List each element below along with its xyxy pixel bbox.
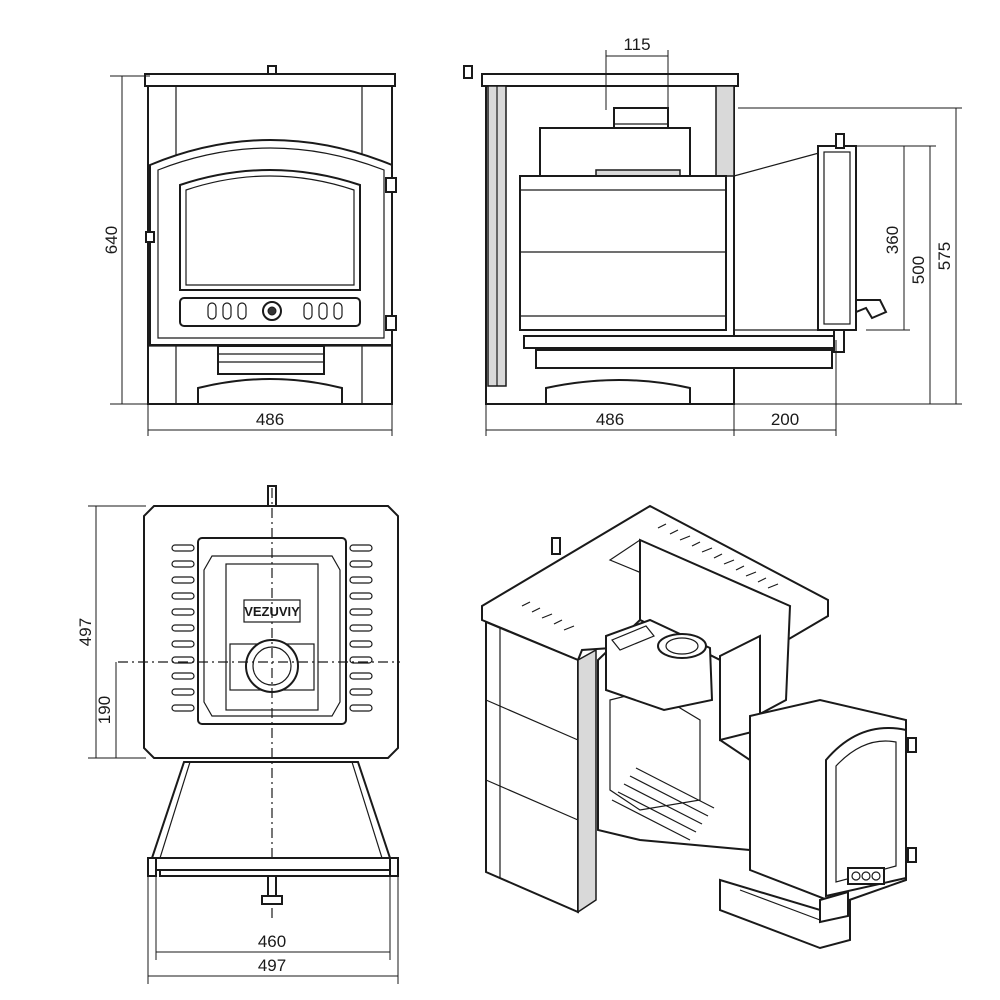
- dim-label-500: 500: [909, 256, 928, 284]
- dim-label-460: 460: [258, 932, 286, 951]
- top-view: VEZUVIY: [118, 485, 400, 920]
- dim-top-497-vertical: 497: [76, 505, 146, 759]
- dim-front-height: 640: [102, 75, 150, 405]
- dim-side-115: 115: [605, 35, 669, 110]
- dim-label-200: 200: [771, 410, 799, 429]
- dim-label-486-side: 486: [596, 410, 624, 429]
- isometric-view: [481, 504, 917, 950]
- side-view: [463, 65, 888, 405]
- dim-side-500: 500: [856, 145, 936, 404]
- dim-front-width: 486: [147, 404, 393, 436]
- dim-top-497-horizontal: 497: [147, 876, 399, 984]
- dim-side-200: 200: [734, 340, 837, 436]
- dim-side-575: 575: [734, 107, 962, 405]
- dim-label-115: 115: [623, 35, 650, 54]
- dim-side-486: 486: [485, 404, 735, 436]
- front-view: [144, 65, 397, 405]
- dim-label-190: 190: [95, 696, 114, 724]
- dim-label-497-vertical: 497: [76, 618, 95, 646]
- dim-top-190: 190: [95, 662, 117, 758]
- dim-label-360: 360: [883, 226, 902, 254]
- dim-label-486-front: 486: [256, 410, 284, 429]
- dim-top-460: 460: [155, 876, 391, 960]
- dim-label-497-horizontal: 497: [258, 956, 286, 975]
- dim-label-575: 575: [935, 242, 954, 270]
- dim-label-640: 640: [102, 226, 121, 254]
